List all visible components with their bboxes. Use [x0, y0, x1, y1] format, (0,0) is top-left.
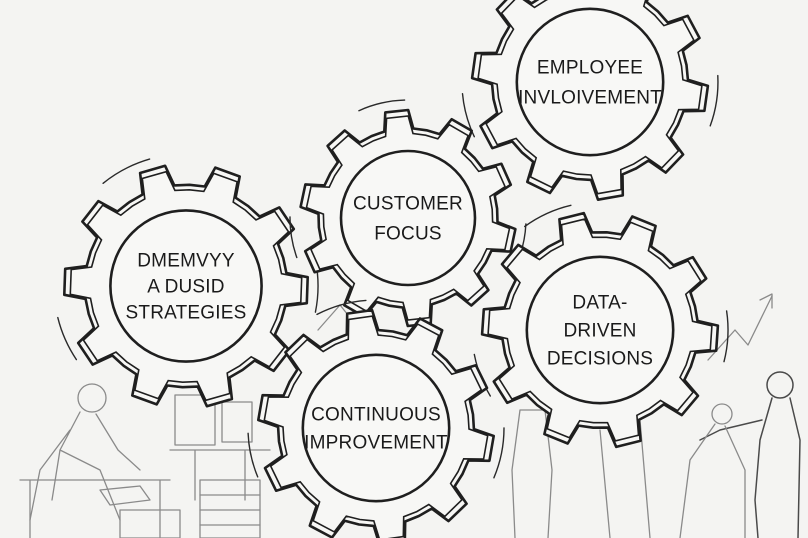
motion-line — [461, 93, 475, 138]
motion-line — [247, 432, 259, 478]
gears-layer: EMPLOYEE INVLOIVEMENT DMEMVYY A DUSID STRATE… — [57, 0, 729, 538]
gear-continuous-improvement: CONTINUOUS IMPROVEMENT — [247, 299, 505, 538]
gear-data-driven-decisions: DATA- DRIVEN DECISIONS — [473, 204, 729, 449]
gear-teeth-outline — [305, 115, 511, 321]
gear-center-ring — [301, 353, 451, 503]
motion-line — [524, 204, 572, 228]
gear-label-line: STRATEGIES — [126, 303, 247, 324]
gear-teeth-outline — [477, 0, 703, 195]
motion-line — [289, 216, 298, 259]
motion-line — [102, 158, 151, 184]
person-left-sketch — [19, 383, 171, 538]
gear-teeth-outline — [69, 170, 303, 402]
gear-teeth-outline — [487, 218, 713, 442]
gear-employee-involvement: EMPLOYEE INVLOIVEMENT — [461, 0, 719, 201]
gear-label-line: DECISIONS — [547, 349, 653, 370]
gear-teeth-outline — [263, 315, 489, 538]
gear-customer-focus: CUSTOMER FOCUS — [289, 99, 527, 328]
gear-center-ring — [109, 209, 263, 363]
gear-label-line: CONTINUOUS — [311, 405, 441, 426]
gear-label-line: FOCUS — [374, 224, 442, 245]
gear-label-line: EMPLOYEE — [537, 58, 643, 79]
gear-label-line: IMPROVEMENT — [304, 433, 448, 454]
motion-line — [723, 310, 729, 363]
motion-line — [316, 299, 367, 316]
gear-label-line: A DUSID — [147, 277, 224, 298]
gear-center-ring — [525, 255, 675, 405]
gear-label-line: DMEMVYY — [137, 251, 235, 272]
gear-label-line: DATA- — [572, 293, 627, 314]
motion-line — [57, 316, 78, 361]
background-sketch — [19, 289, 801, 538]
motion-line — [493, 427, 505, 479]
gear-label-line: CUSTOMER — [353, 194, 463, 215]
gear-label-line: INVLOIVEMENT — [518, 88, 662, 109]
gear-label-line: DRIVEN — [564, 321, 637, 342]
gear-strategies: DMEMVYY A DUSID STRATEGIES — [57, 158, 319, 408]
motion-line — [709, 74, 719, 127]
gear-center-ring — [515, 7, 665, 157]
motion-line — [358, 99, 406, 112]
gear-center-ring — [339, 149, 477, 287]
office-sketch — [119, 394, 271, 538]
